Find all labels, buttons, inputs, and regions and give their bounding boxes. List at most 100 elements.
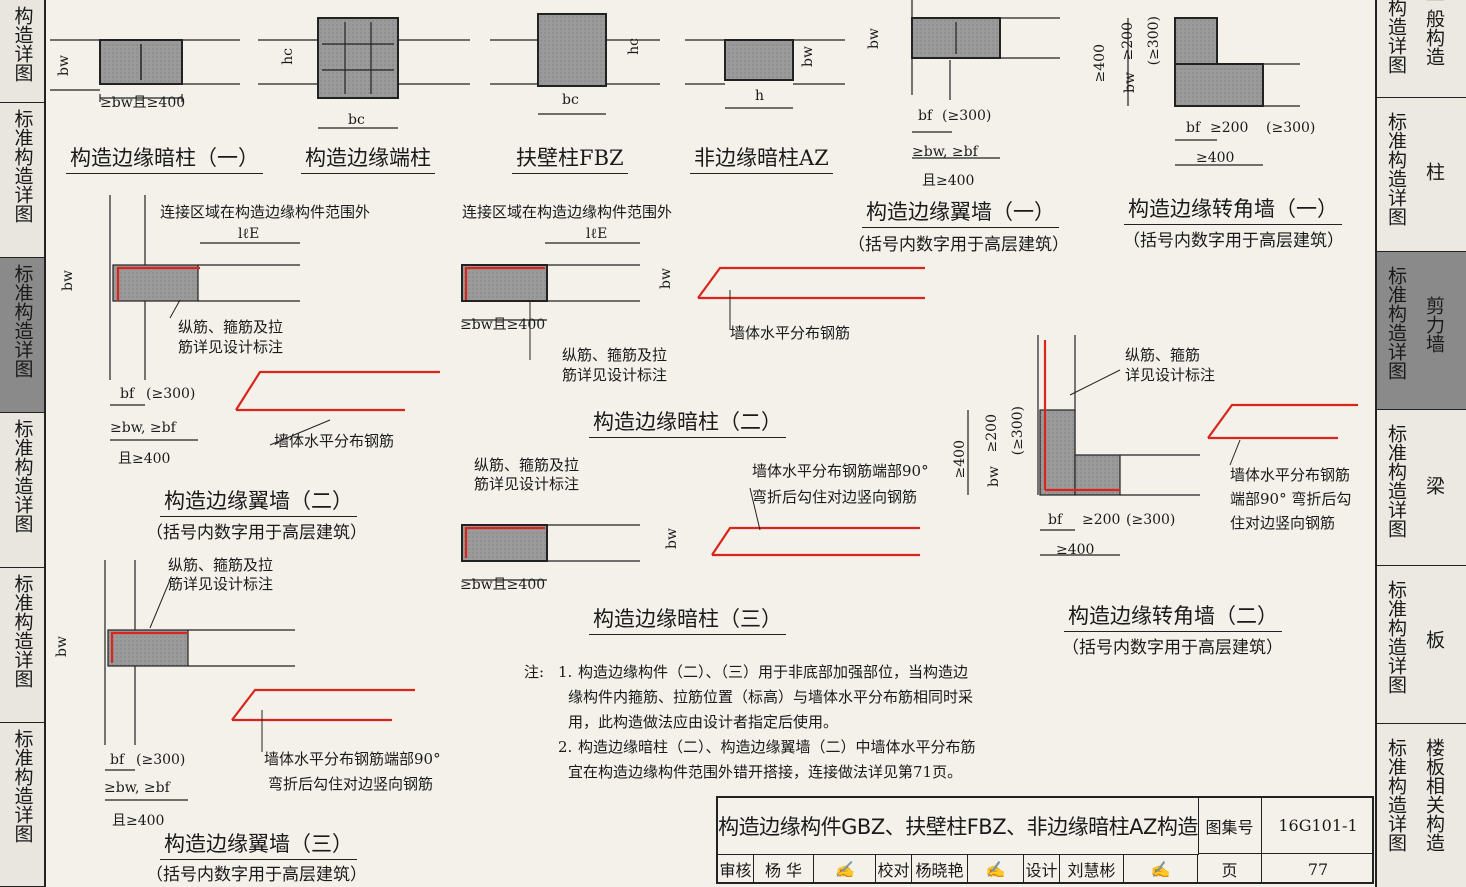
right-tab-main-label: 标准构造详图 bbox=[1385, 424, 1407, 538]
left-tab-label: 标准构造详图 bbox=[11, 729, 34, 843]
notes-block: 注: 1. 构造边缘构件（二）、（三）用于非底部加强部位，当构造边 缘构件内箍筋… bbox=[524, 660, 976, 785]
atlas-number: 16G101-1 bbox=[1262, 798, 1374, 854]
right-tab-main-label: 标准构造详图 bbox=[1385, 0, 1407, 74]
left-tab-1[interactable]: 构造详图 bbox=[0, 0, 44, 103]
left-tab-2[interactable]: 标准构造详图 bbox=[0, 103, 44, 258]
caption-dark-column-2: 构造边缘暗柱（二） bbox=[589, 406, 786, 438]
label-longit-1: 纵筋、箍筋及拉 bbox=[178, 318, 284, 336]
dim-bf: bf bbox=[1048, 512, 1063, 528]
right-tab-category: 柱 bbox=[1423, 162, 1445, 181]
left-tab-5[interactable]: 标准构造详图 bbox=[0, 568, 44, 723]
dim-bw-bf: ≥bw, ≥bf bbox=[912, 144, 978, 160]
label-wall-horiz-c2: 端部90° 弯折后勾 bbox=[1230, 490, 1352, 508]
right-tab-category: 剪力墙 bbox=[1423, 296, 1445, 353]
caption-dark-column-3: 构造边缘暗柱（三） bbox=[589, 603, 786, 635]
design-signature: ✍ bbox=[1124, 854, 1198, 884]
dim-bw-400: ≥bw且≥400 bbox=[100, 95, 186, 111]
caption-dark-column-1: 构造边缘暗柱（一） bbox=[66, 142, 263, 174]
dim-ge300: (≥300) bbox=[1146, 16, 1162, 66]
label-connect-zone: 连接区域在构造边缘构件范围外 bbox=[462, 203, 673, 221]
right-tab-category: 梁 bbox=[1423, 476, 1445, 495]
right-tab-main-label: 标准构造详图 bbox=[1385, 112, 1407, 226]
right-tab-shear-wall[interactable]: 标准构造详图 剪力墙 bbox=[1377, 252, 1466, 410]
caption-flange-wall-1: 构造边缘翼墙（一） bbox=[862, 196, 1059, 228]
subcaption-high-rise: （括号内数字用于高层建筑） bbox=[1123, 231, 1344, 251]
label-wall-horiz-end-1: 墙体水平分布钢筋端部90° bbox=[752, 462, 929, 480]
dim-bw: bw bbox=[986, 466, 1002, 487]
dim-bf: bf bbox=[110, 752, 125, 768]
label-longit-2: 筋详见设计标注 bbox=[562, 366, 668, 384]
right-tab-slab[interactable]: 标准构造详图 板 bbox=[1377, 566, 1466, 724]
dim-h: h bbox=[755, 88, 765, 104]
note-item-2: 2. 构造边缘暗柱（二）、构造边缘翼墙（二）中墙体水平分布筋 bbox=[524, 735, 976, 760]
note-line-row: 宜在构造边缘构件范围外错开搭接，连接做法详见第71页。 bbox=[524, 760, 976, 785]
review-name: 杨 华 bbox=[754, 854, 814, 884]
label-longit-stirrup-2: 详见设计标注 bbox=[1125, 366, 1216, 384]
left-tab-label: 标准构造详图 bbox=[11, 419, 34, 533]
check-signature: ✍ bbox=[968, 854, 1024, 884]
left-tab-3[interactable]: 标准构造详图 bbox=[0, 258, 44, 413]
review-label: 审核 bbox=[718, 854, 754, 884]
label-wall-horiz-c1: 墙体水平分布钢筋 bbox=[1230, 466, 1351, 484]
note-line-row: 用，此构造做法应由设计者指定后使用。 bbox=[524, 710, 976, 735]
note-number: 1. bbox=[558, 663, 573, 681]
dim-and400: 且≥400 bbox=[118, 451, 171, 467]
dim-hc: hc bbox=[626, 38, 642, 55]
note-line: 宜在构造边缘构件范围外错开搭接，连接做法详见第71页。 bbox=[568, 763, 963, 781]
dim-ge300: (≥300) bbox=[136, 752, 186, 768]
dim-ge200: ≥200 bbox=[1210, 120, 1249, 136]
left-tab-4[interactable]: 标准构造详图 bbox=[0, 413, 44, 568]
dim-ge300: (≥300) bbox=[1126, 512, 1176, 528]
review-signature: ✍ bbox=[814, 854, 876, 884]
dim-and400: 且≥400 bbox=[112, 813, 165, 829]
dim-bw-400: ≥bw且≥400 bbox=[460, 317, 546, 333]
right-tab-column[interactable]: 标准构造详图 柱 bbox=[1377, 98, 1466, 252]
dim-bw-bf: ≥bw, ≥bf bbox=[104, 780, 170, 796]
right-tab-category: 楼板相关构造 bbox=[1423, 738, 1445, 852]
design-name: 刘慧彬 bbox=[1060, 854, 1124, 884]
dim-bw-bf: ≥bw, ≥bf bbox=[110, 420, 176, 436]
dim-bw: bw bbox=[60, 270, 76, 291]
dim-hc: hc bbox=[280, 48, 296, 65]
dim-le: lℓE bbox=[586, 226, 608, 242]
note-item-1: 注: 1. 构造边缘构件（二）、（三）用于非底部加强部位，当构造边 bbox=[524, 660, 976, 685]
dim-bw: bw bbox=[56, 55, 72, 76]
label-longit-1: 纵筋、箍筋及拉 bbox=[562, 346, 668, 364]
page-number: 77 bbox=[1307, 859, 1329, 879]
atlas-label: 图集号 bbox=[1198, 798, 1262, 854]
label-connect-zone: 连接区域在构造边缘构件范围外 bbox=[160, 203, 371, 221]
right-tab-category: 一般构造 bbox=[1423, 0, 1445, 66]
subcaption-high-rise: （括号内数字用于高层建筑） bbox=[146, 865, 367, 885]
dim-ge300: (≥300) bbox=[146, 386, 196, 402]
dim-bw: bw bbox=[658, 268, 674, 289]
dim-bc: bc bbox=[348, 112, 365, 128]
label-wall-horiz: 墙体水平分布钢筋 bbox=[274, 432, 395, 450]
right-tab-general[interactable]: 标准构造详图 一般构造 bbox=[1377, 0, 1466, 98]
right-tab-slab-related[interactable]: 标准构造详图 楼板相关构造 bbox=[1377, 724, 1466, 887]
left-tab-label: 标准构造详图 bbox=[11, 574, 34, 688]
right-index-strip: 标准构造详图 一般构造 标准构造详图 柱 标准构造详图 剪力墙 标准构造详图 梁… bbox=[1375, 0, 1466, 887]
note-line: 缘构件内箍筋、拉筋位置（标高）与墙体水平分布筋相同时采 bbox=[568, 688, 974, 706]
subcaption-high-rise: （括号内数字用于高层建筑） bbox=[848, 235, 1069, 255]
dim-ge200: ≥200 bbox=[1120, 22, 1136, 61]
dim-bc: bc bbox=[562, 92, 579, 108]
dim-bw: bw bbox=[54, 636, 70, 657]
dim-ge300: (≥300) bbox=[1266, 120, 1316, 136]
left-tab-label: 标准构造详图 bbox=[11, 109, 34, 223]
note-line: 用，此构造做法应由设计者指定后使用。 bbox=[568, 713, 839, 731]
label-longit-1: 纵筋、箍筋及拉 bbox=[474, 456, 580, 474]
dim-bw: bw bbox=[866, 28, 882, 49]
left-index-strip: 构造详图 标准构造详图 标准构造详图 标准构造详图 标准构造详图 标准构造详图 bbox=[0, 0, 46, 887]
label-longit-1: 纵筋、箍筋及拉 bbox=[168, 556, 274, 574]
left-tab-label: 构造详图 bbox=[11, 6, 34, 82]
right-tab-beam[interactable]: 标准构造详图 梁 bbox=[1377, 410, 1466, 566]
notes-prefix: 注: bbox=[524, 663, 545, 681]
caption-corner-wall-1: 构造边缘转角墙（一） bbox=[1124, 193, 1342, 225]
label-wall-horiz-end-2: 弯折后勾住对边竖向钢筋 bbox=[268, 775, 434, 793]
title-block: 构造边缘构件GBZ、扶壁柱FBZ、非边缘暗柱AZ构造 图集号 16G101-1 … bbox=[716, 796, 1374, 884]
label-wall-horiz-end-1: 墙体水平分布钢筋端部90° bbox=[264, 750, 441, 768]
subcaption-high-rise: （括号内数字用于高层建筑） bbox=[1062, 638, 1283, 658]
dim-ge300: (≥300) bbox=[1010, 406, 1026, 456]
caption-non-edge-az: 非边缘暗柱AZ bbox=[690, 142, 833, 174]
